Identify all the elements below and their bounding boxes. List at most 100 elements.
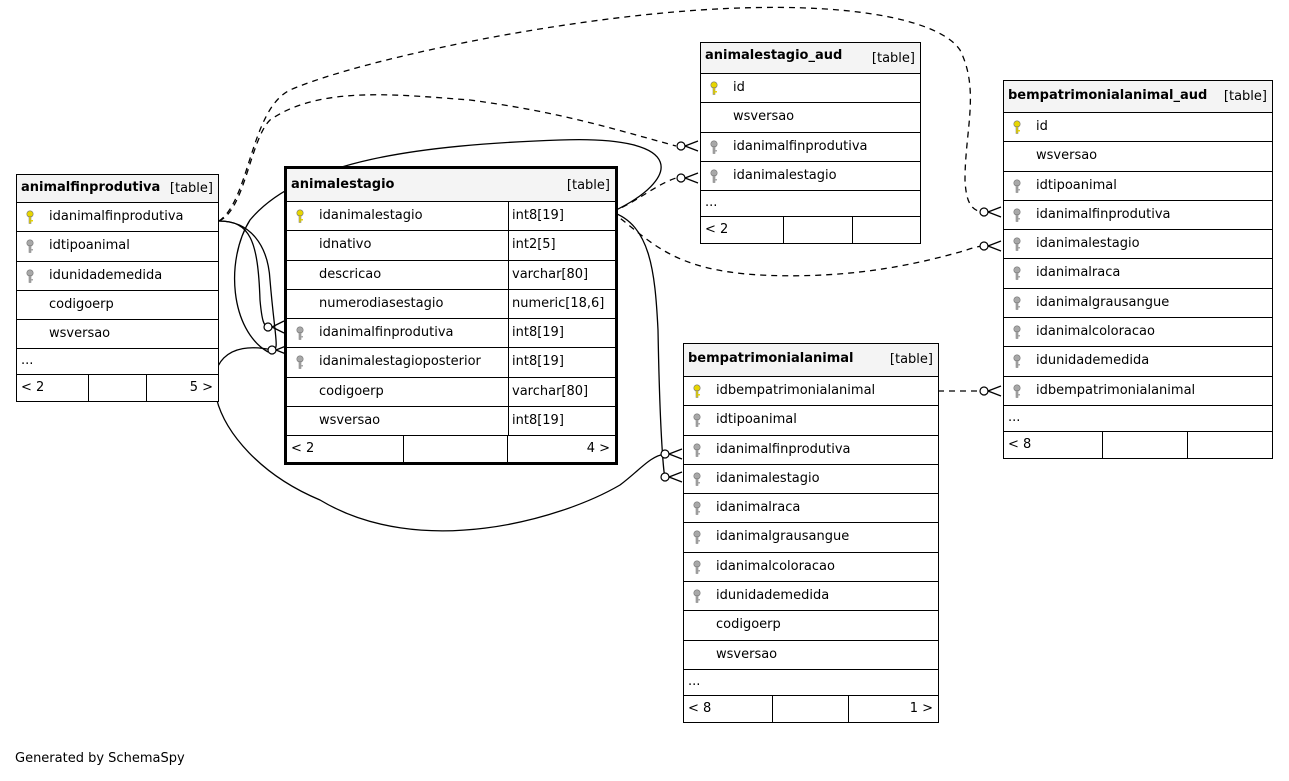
column-name: codigoerp: [49, 296, 114, 312]
column-name: codigoerp: [319, 383, 384, 399]
column-row[interactable]: idanimalfinprodutiva: [684, 436, 938, 465]
column-row[interactable]: idtipoanimal: [17, 232, 218, 262]
column-name: idanimalgrausangue: [1036, 294, 1170, 310]
column-name: wsversao: [733, 109, 795, 125]
parent-count[interactable]: < 2: [705, 222, 729, 238]
foreign-key-icon: [692, 472, 702, 486]
table-name: animalfinprodutiva: [21, 180, 161, 195]
more-columns: ...: [701, 191, 920, 218]
column-type: int8[19]: [512, 354, 564, 370]
column-row[interactable]: idanimalestagioposterior int8[19]: [287, 348, 615, 378]
column-name: idanimalestagio: [716, 470, 820, 486]
table-animalfinprodutiva[interactable]: animalfinprodutiva [table] idanimalfinpr…: [16, 174, 219, 403]
column-name: idanimalestagio: [319, 208, 423, 223]
table-type: [table]: [889, 352, 933, 367]
column-row[interactable]: idunidademedida: [684, 582, 938, 612]
foreign-key-icon: [295, 355, 305, 370]
more-columns: ...: [17, 349, 218, 376]
column-row[interactable]: idanimalestagio: [684, 465, 938, 495]
foreign-key-icon: [1012, 266, 1022, 281]
column-row[interactable]: wsversao: [1004, 142, 1272, 172]
column-type: int8[19]: [512, 413, 564, 429]
column-name: idanimalestagioposterior: [319, 354, 481, 370]
foreign-key-icon: [1012, 296, 1022, 310]
parent-count[interactable]: < 8: [688, 700, 712, 716]
column-row[interactable]: idanimalcoloracao: [684, 553, 938, 583]
column-name: numerodiasestagio: [319, 295, 444, 311]
table-bempatrimonialanimal[interactable]: bempatrimonialanimal [table] idbempatrim…: [683, 343, 939, 723]
column-row[interactable]: idunidademedida: [1004, 347, 1272, 377]
column-row[interactable]: idanimalfinprodutiva: [1004, 201, 1272, 231]
column-row[interactable]: idunidademedida: [17, 262, 218, 291]
column-row[interactable]: idbempatrimonialanimal: [1004, 377, 1272, 406]
column-row[interactable]: id: [1004, 113, 1272, 143]
primary-key-icon: [692, 384, 702, 398]
generated-by-note: Generated by SchemaSpy: [15, 751, 185, 766]
column-name: idanimalcoloracao: [1036, 324, 1155, 340]
column-name: idanimalgrausangue: [716, 529, 850, 545]
foreign-key-icon: [692, 501, 702, 515]
column-row[interactable]: idanimalraca: [1004, 259, 1272, 289]
column-name: idanimalestagio: [1036, 236, 1140, 252]
edge-bempatrimonialanimal-idanimalestagio: [611, 211, 666, 478]
column-divider: [508, 289, 509, 320]
column-row[interactable]: idanimalgrausangue: [684, 523, 938, 553]
table-type: [table]: [566, 178, 610, 193]
table-header: animalestagio_aud [table]: [701, 43, 920, 74]
column-row[interactable]: idanimalestagio: [701, 162, 920, 192]
column-divider: [508, 202, 509, 232]
table-name: bempatrimonialanimal_aud: [1008, 88, 1208, 103]
column-row[interactable]: idanimalcoloracao: [1004, 318, 1272, 348]
column-row[interactable]: wsversao: [684, 641, 938, 670]
column-name: wsversao: [716, 646, 778, 662]
child-count[interactable]: 5 >: [189, 380, 213, 396]
more-columns: ...: [684, 670, 938, 696]
column-row[interactable]: idbempatrimonialanimal: [684, 377, 938, 407]
column-divider: [508, 377, 509, 408]
column-row[interactable]: idtipoanimal: [684, 406, 938, 436]
column-name: id: [733, 80, 745, 95]
column-name: idanimalfinprodutiva: [716, 441, 851, 457]
column-row[interactable]: codigoerp: [17, 291, 218, 321]
column-name: idanimalfinprodutiva: [319, 325, 454, 341]
column-row[interactable]: idanimalraca: [684, 494, 938, 524]
column-row[interactable]: idanimalestagio: [1004, 230, 1272, 260]
table-animalestagio_aud[interactable]: animalestagio_aud [table] id wsversao idan…: [700, 42, 921, 245]
column-divider: [508, 319, 509, 349]
column-row[interactable]: id: [701, 74, 920, 104]
parent-count[interactable]: < 2: [291, 441, 315, 457]
column-name: wsversao: [49, 326, 111, 342]
table-type: [table]: [169, 181, 213, 196]
column-row[interactable]: wsversao: [701, 103, 920, 133]
foreign-key-icon: [1012, 354, 1022, 369]
foreign-key-icon: [25, 239, 35, 254]
parent-count[interactable]: < 8: [1008, 436, 1032, 452]
column-name: id: [1036, 119, 1048, 134]
foreign-key-icon: [1012, 384, 1022, 398]
child-count[interactable]: 4 >: [586, 441, 610, 457]
primary-key-icon: [25, 210, 35, 224]
column-row[interactable]: wsversao: [17, 320, 218, 350]
parent-count[interactable]: < 2: [21, 380, 45, 396]
child-count[interactable]: 1 >: [909, 700, 933, 716]
foreign-key-icon: [692, 413, 702, 428]
column-row[interactable]: idanimalgrausangue: [1004, 289, 1272, 319]
column-name: idunidademedida: [49, 267, 163, 283]
column-name: idunidademedida: [1036, 353, 1150, 369]
foreign-key-icon: [295, 326, 305, 340]
column-row[interactable]: idanimalfinprodutiva: [17, 203, 218, 233]
column-name: codigoerp: [716, 617, 781, 633]
foreign-key-icon: [709, 140, 719, 154]
column-row[interactable]: codigoerp: [684, 611, 938, 641]
column-row[interactable]: idtipoanimal: [1004, 172, 1272, 201]
column-row[interactable]: idanimalfinprodutiva: [701, 133, 920, 162]
